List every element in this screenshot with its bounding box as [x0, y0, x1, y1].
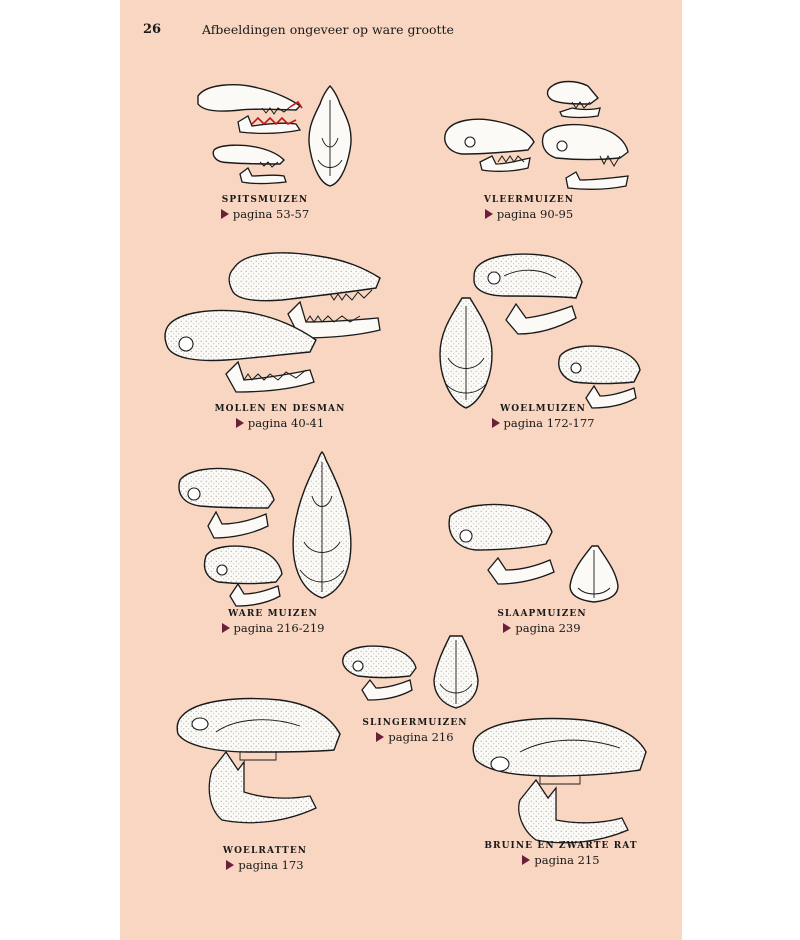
group-title: SLAAPMUIZEN	[497, 609, 587, 619]
page-reference-text: pagina 239	[515, 621, 581, 635]
page-reference: pagina 172-177	[448, 416, 638, 430]
page-reference-text: pagina 216-219	[233, 621, 325, 635]
page-reference-text: pagina 172-177	[503, 416, 595, 430]
page-number: 26	[143, 22, 162, 37]
group-title: BRUINE EN ZWARTE RAT	[484, 841, 638, 851]
caption-spitsmuizen: SPITSMUIZEN pagina 53-57	[170, 195, 360, 221]
caption-woelmuizen: WOELMUIZEN pagina 172-177	[448, 404, 638, 430]
page-reference-text: pagina 216	[388, 730, 454, 744]
group-title: WARE MUIZEN	[228, 609, 318, 619]
caption-ware-muizen: WARE MUIZEN pagina 216-219	[178, 609, 368, 635]
page-reference: pagina 90-95	[434, 207, 624, 221]
page-reference: pagina 40-41	[185, 416, 375, 430]
caption-slingermuizen: SLINGERMUIZEN pagina 216	[320, 718, 510, 744]
vole-skulls-illustration	[439, 253, 641, 409]
water-vole-skulls-illustration	[176, 697, 341, 824]
caption-vleermuizen: VLEERMUIZEN pagina 90-95	[434, 195, 624, 221]
page-reference-text: pagina 173	[238, 858, 304, 872]
caption-woelratten: WOELRATTEN pagina 173	[170, 846, 360, 872]
rat-skulls-illustration	[472, 717, 647, 844]
arrow-icon	[376, 732, 385, 742]
arrow-icon	[226, 860, 235, 870]
arrow-icon	[220, 209, 229, 219]
arrow-icon	[235, 418, 244, 428]
page-reference-text: pagina 53-57	[232, 207, 310, 221]
page-reference-text: pagina 215	[534, 853, 600, 867]
group-title: WOELMUIZEN	[500, 404, 586, 414]
arrow-icon	[503, 623, 512, 633]
page-reference-text: pagina 90-95	[496, 207, 574, 221]
caption-mollen-en-desman: MOLLEN EN DESMAN pagina 40-41	[185, 404, 375, 430]
hazel-dormouse-skulls-illustration	[342, 635, 479, 709]
group-title: VLEERMUIZEN	[483, 195, 575, 205]
dormouse-skulls-illustration	[448, 503, 619, 603]
mouse-skulls-illustration	[178, 451, 352, 607]
group-title: SLINGERMUIZEN	[362, 718, 468, 728]
page-reference: pagina 173	[170, 858, 360, 872]
page-reference: pagina 53-57	[170, 207, 360, 221]
page-reference: pagina 239	[447, 621, 637, 635]
arrow-icon	[491, 418, 500, 428]
page-reference: pagina 216-219	[178, 621, 368, 635]
group-title: SPITSMUIZEN	[221, 195, 309, 205]
caption-bruine-en-zwarte-rat: BRUINE EN ZWARTE RAT pagina 215	[466, 841, 656, 867]
page-reference: pagina 216	[320, 730, 510, 744]
bat-skulls-illustration	[444, 80, 629, 190]
shrew-skulls-illustration	[197, 84, 352, 187]
group-title: WOELRATTEN	[222, 846, 308, 856]
arrow-icon	[221, 623, 230, 633]
page-reference-text: pagina 40-41	[247, 416, 325, 430]
page-reference: pagina 215	[466, 853, 656, 867]
arrow-icon	[522, 855, 531, 865]
mole-desman-skulls-illustration	[164, 252, 381, 393]
group-title: MOLLEN EN DESMAN	[214, 404, 346, 414]
arrow-icon	[484, 209, 493, 219]
running-head: Afbeeldingen ongeveer op ware grootte	[202, 22, 454, 37]
caption-slaapmuizen: SLAAPMUIZEN pagina 239	[447, 609, 637, 635]
